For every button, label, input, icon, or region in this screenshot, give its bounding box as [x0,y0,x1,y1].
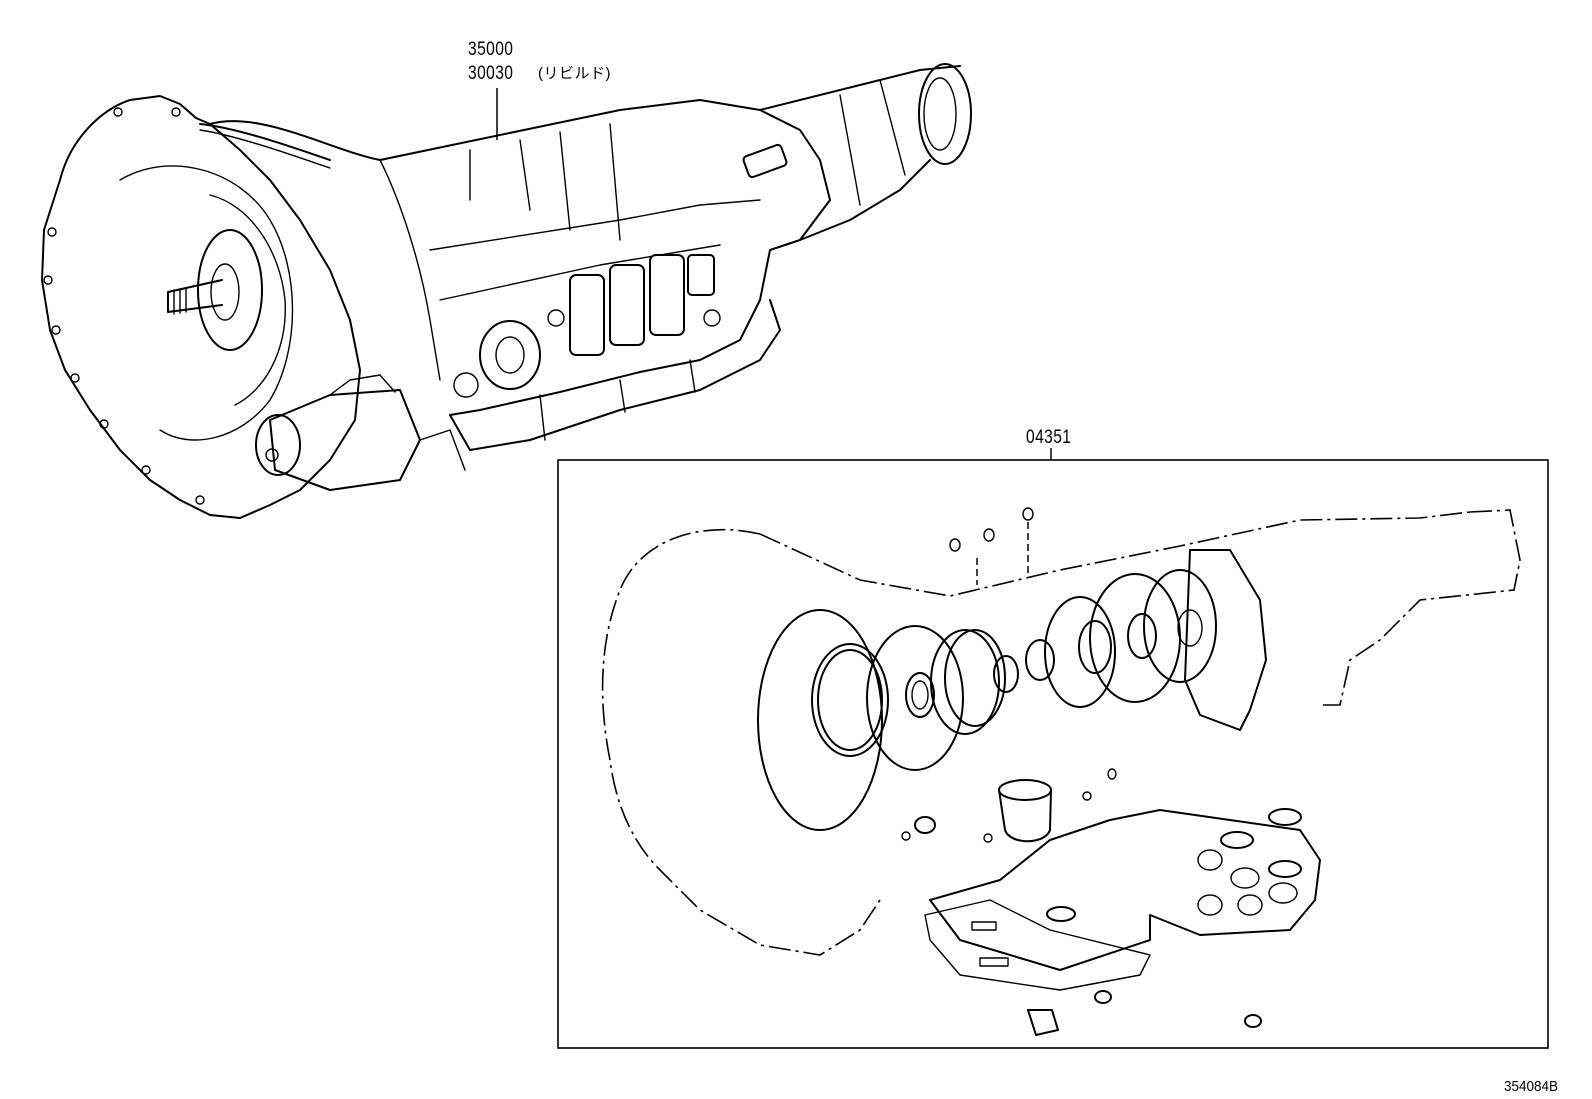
solenoid-group [547,254,721,356]
overhaul-gasket-kit-drawing[interactable] [601,507,1521,1036]
extension-housing-gasket [1184,549,1267,731]
illustration-reference-number: 354084B [1504,1078,1559,1095]
flange-bolt-holes [43,107,205,505]
gasket-holes [971,849,1298,967]
part-number-35000[interactable]: 35000 [468,39,514,60]
valve-body-plate-gasket [929,809,1321,971]
part-number-04351[interactable]: 04351 [1026,427,1072,448]
small-o-rings [949,507,1034,585]
clutch-seal-rings [757,569,1217,831]
gasket-kit-box [557,459,1549,1049]
small-gasket [1027,1009,1059,1036]
part-number-30030-group[interactable]: 30030 (リビルド) [468,63,611,84]
misc-o-rings [901,768,1302,1028]
part-number-30030[interactable]: 30030 [468,63,514,84]
rebuilt-note: (リビルド) [538,65,611,82]
transmission-assembly-drawing[interactable] [41,63,972,519]
valve-body-lower-gasket [924,899,1151,991]
